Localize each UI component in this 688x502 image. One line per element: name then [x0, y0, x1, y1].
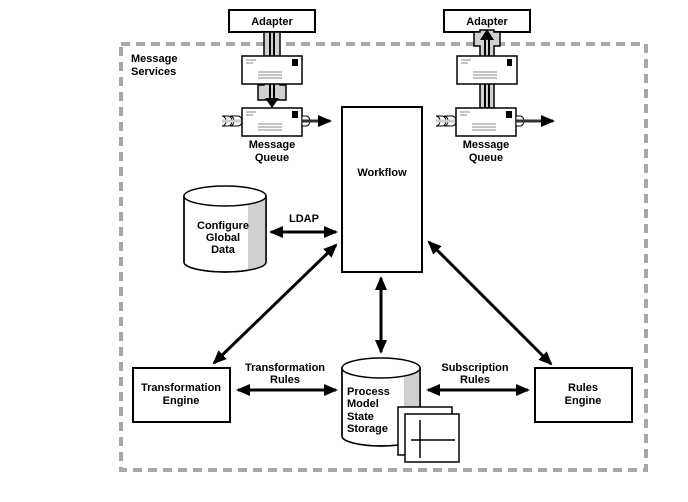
global-data-label-3: Data [211, 244, 236, 256]
transformation-engine-box[interactable]: Transformation Engine [132, 367, 231, 423]
envelope-icon [241, 55, 303, 85]
message-queue-right-label-2: Queue [469, 152, 503, 164]
message-queue-left-label-2: Queue [255, 152, 289, 164]
adapter-left-label: Adapter [251, 16, 293, 28]
message-queue-left-label: Message [249, 139, 295, 151]
process-storage-label-4: Storage [347, 423, 388, 435]
message-services-boundary [119, 42, 648, 472]
global-data-label-2: Global [206, 232, 240, 244]
rules-engine-label-1: Rules [568, 382, 598, 394]
transformation-rules-label-1: Transformation [245, 362, 325, 374]
rules-engine-label-2: Engine [565, 395, 602, 407]
adapter-right[interactable]: Adapter [443, 9, 531, 33]
workflow-rules-arrow [427, 240, 553, 366]
rules-engine-box[interactable]: Rules Engine [534, 367, 633, 423]
message-services-label-2: Services [131, 66, 176, 78]
process-storage-label-2: Model [347, 398, 379, 410]
adapter-right-label: Adapter [466, 16, 508, 28]
message-queue-right[interactable]: Message Queue [435, 107, 555, 164]
configure-global-data-store[interactable]: Configure Global Data [183, 185, 267, 273]
ldap-label: LDAP [289, 213, 319, 225]
workflow-label: Workflow [357, 167, 407, 179]
message-services-label: Message [131, 53, 177, 65]
global-data-label-1: Configure [197, 220, 249, 232]
transformation-engine-label-1: Transformation [141, 382, 221, 394]
table-icon [397, 406, 460, 463]
process-storage-label-3: State [347, 411, 374, 423]
message-queue-right-label: Message [463, 139, 509, 151]
message-queue-left[interactable]: Message Queue [221, 107, 332, 164]
adapter-left[interactable]: Adapter [228, 9, 316, 33]
transformation-rules-label-2: Rules [270, 374, 300, 386]
workflow-box[interactable]: Workflow [341, 106, 423, 273]
process-storage-label-1: Process [347, 386, 390, 398]
subscription-rules-label-2: Rules [460, 374, 490, 386]
workflow-transformation-arrow [212, 243, 338, 365]
subscription-rules-label-1: Subscription [441, 362, 509, 374]
envelope-icon [456, 55, 518, 85]
transformation-engine-label-2: Engine [163, 395, 200, 407]
